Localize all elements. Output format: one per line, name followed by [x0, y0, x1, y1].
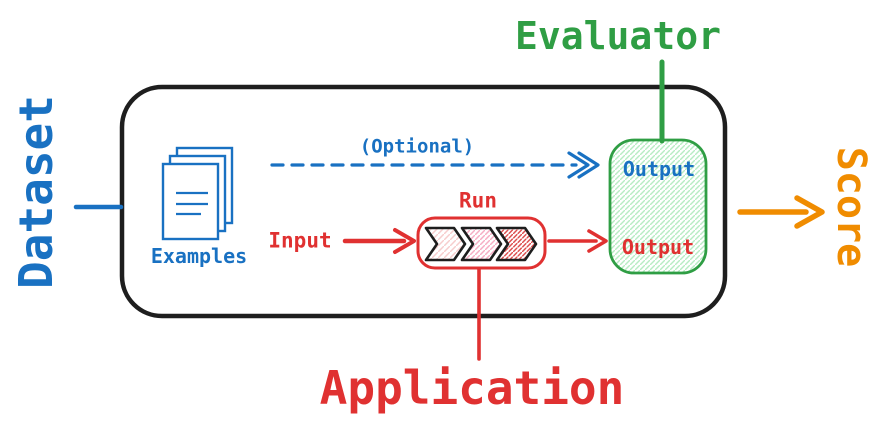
system-boundary-box: [119, 84, 728, 319]
documents-stack-icon: [161, 146, 234, 241]
application-output-label: Output: [621, 235, 695, 259]
score-arrow: [737, 195, 825, 229]
evaluator-label: Evaluator: [515, 14, 721, 58]
score-label: Score: [828, 146, 874, 268]
input-arrow: [342, 228, 416, 254]
evaluator-output-label: Output: [622, 157, 696, 181]
run-output-arrow: [547, 229, 608, 253]
optional-label: (Optional): [359, 135, 475, 158]
application-label: Application: [319, 361, 625, 415]
pipeline-chevron-2: [460, 226, 503, 262]
chevron-pipeline-icon: [424, 226, 538, 262]
optional-dashed-arrow: [270, 151, 600, 179]
pipeline-chevron-1: [424, 226, 467, 262]
pipeline-chevron-3: [495, 226, 538, 262]
dataset-label: Dataset: [9, 95, 63, 289]
run-label: Run: [459, 188, 497, 213]
evaluator-output-box: [608, 138, 708, 275]
input-label: Input: [268, 228, 332, 253]
examples-label: Examples: [150, 244, 248, 268]
